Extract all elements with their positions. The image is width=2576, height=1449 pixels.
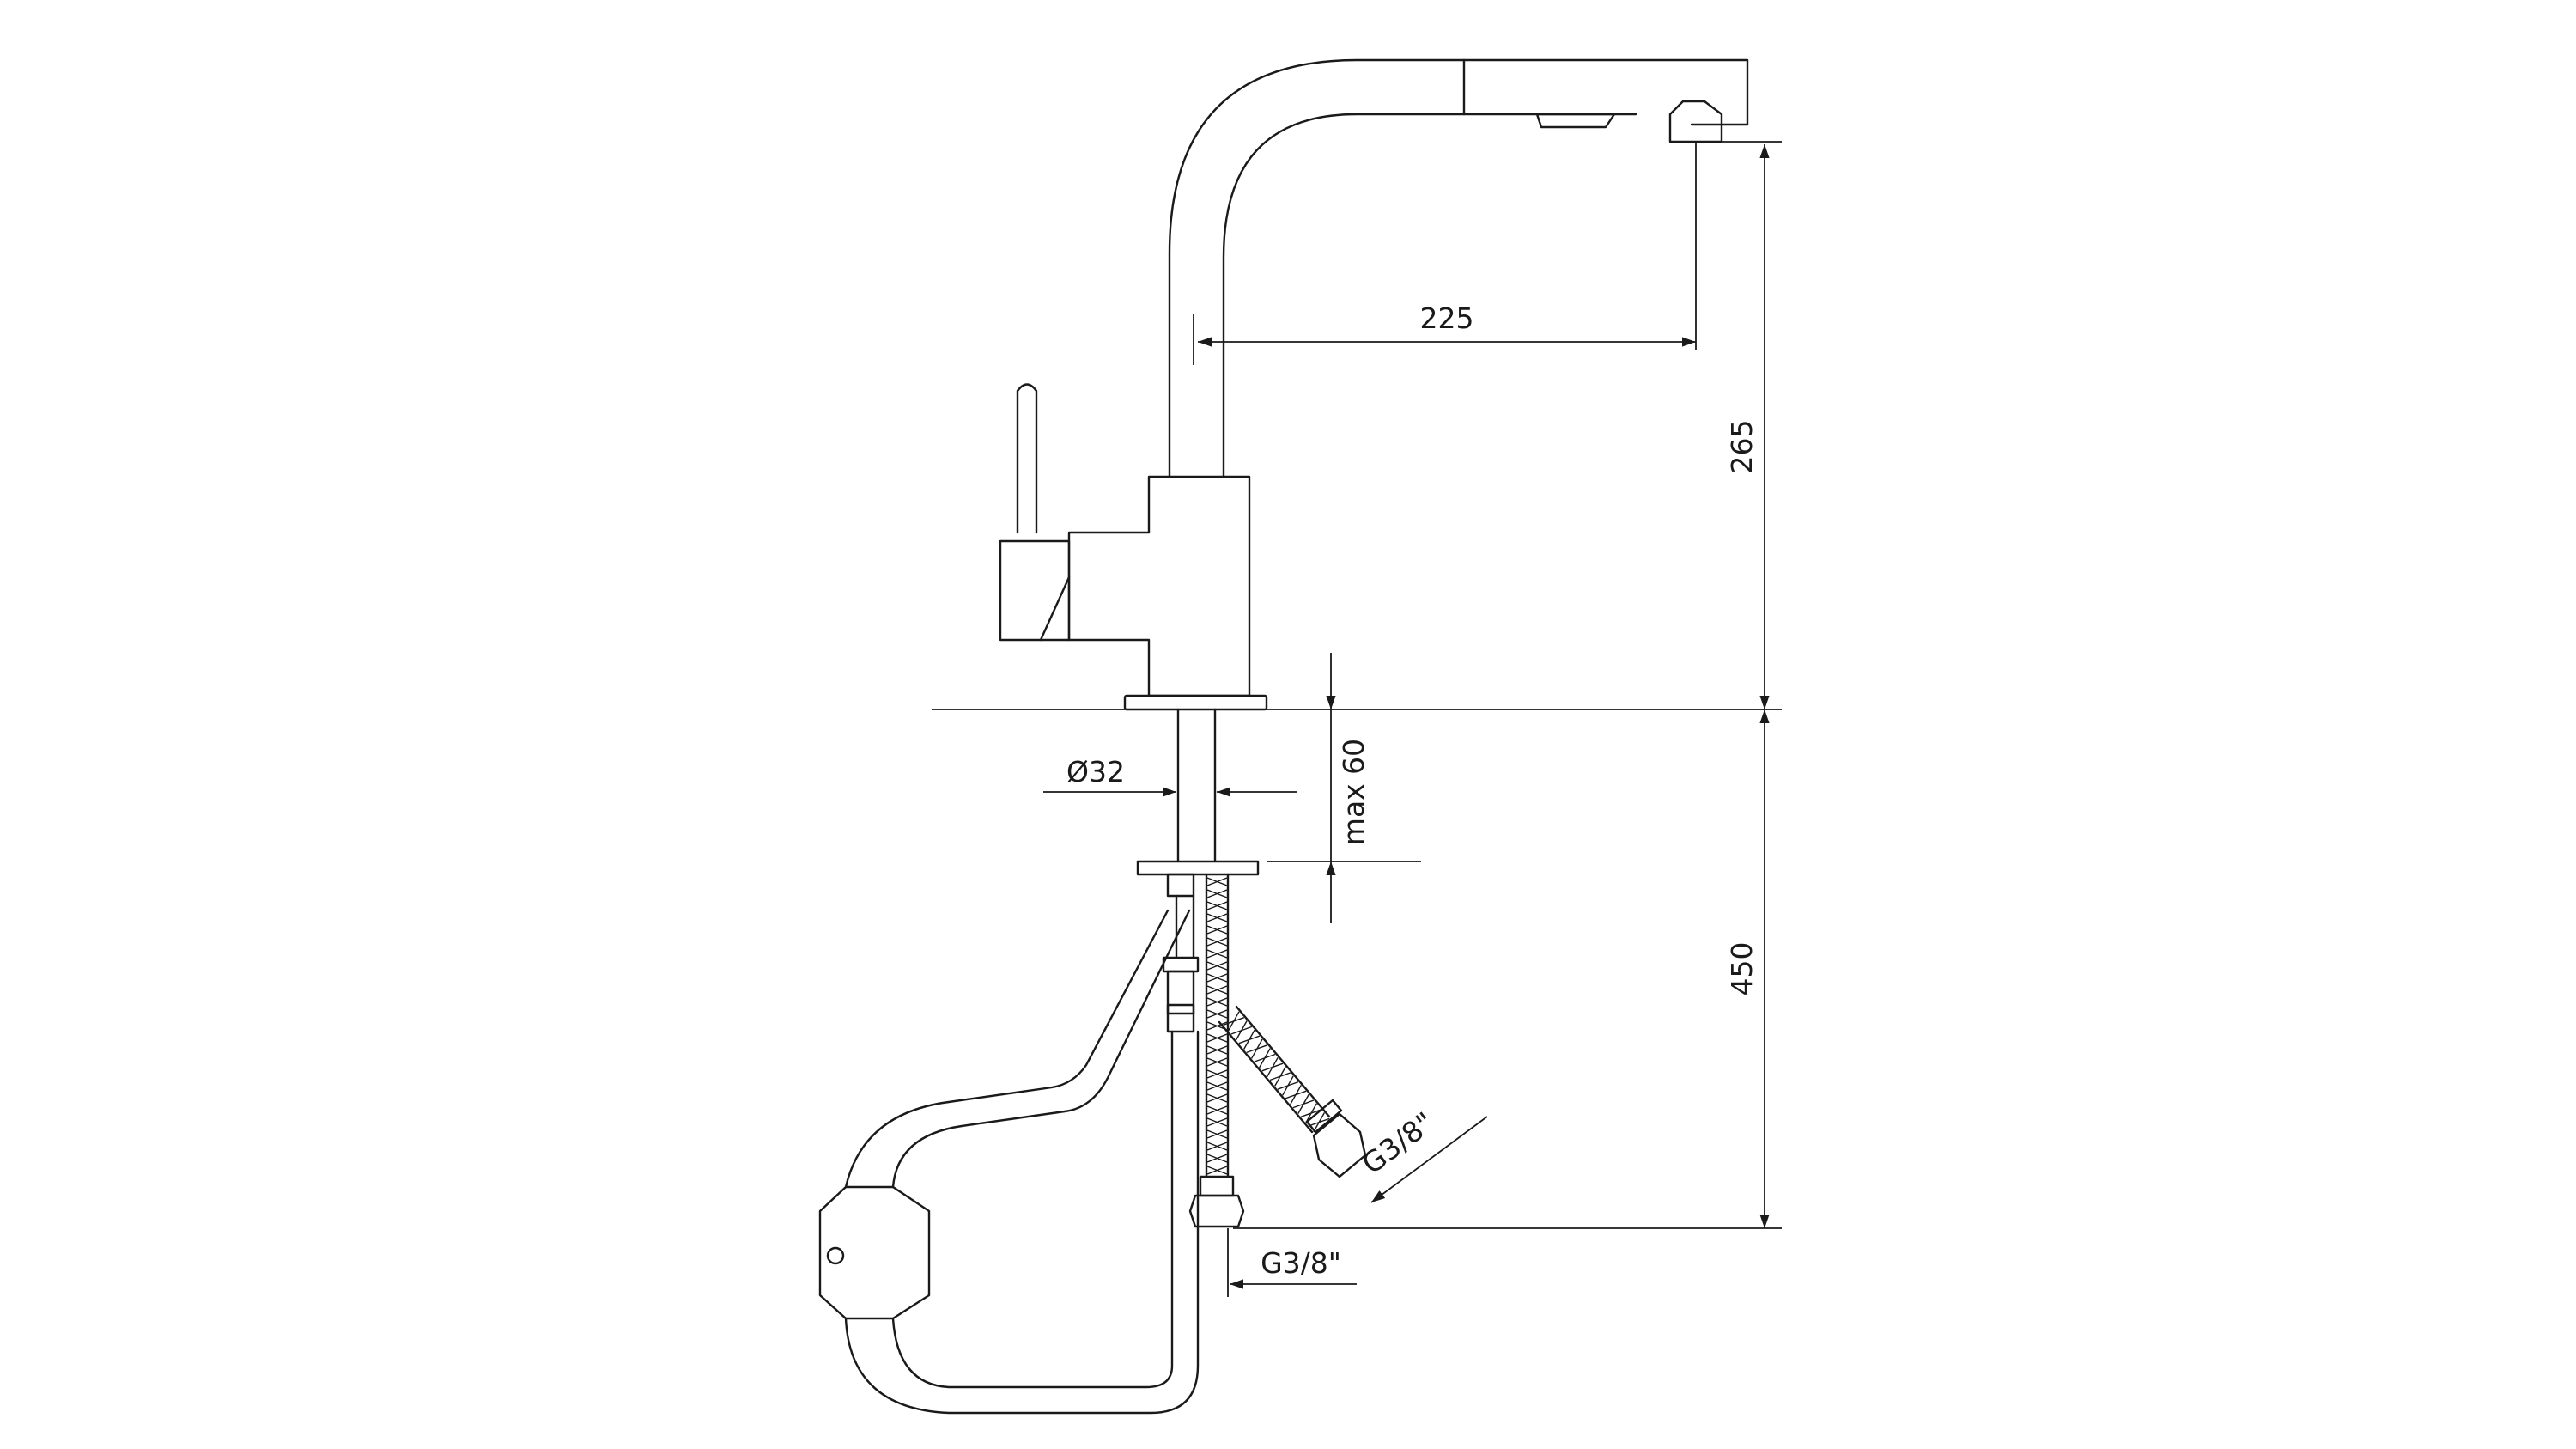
mixer-body	[1067, 475, 1251, 697]
aerator	[1668, 100, 1723, 143]
supply-hose-vertical	[1188, 873, 1245, 1228]
faucet-outline	[999, 58, 1749, 876]
dim-32-label: Ø32	[1066, 755, 1125, 788]
dim-60-label: max 60	[1337, 739, 1370, 845]
spout-inner	[1222, 113, 1637, 478]
g38-bottom-label: G3/8"	[1261, 1246, 1341, 1280]
base-plate	[1123, 694, 1268, 711]
pullout-hose-outer	[844, 909, 1200, 1415]
hose-connector-band	[1166, 1003, 1195, 1015]
under-deck	[818, 873, 1367, 1415]
supply-hose-angled	[1218, 1005, 1367, 1178]
lever-block	[999, 539, 1071, 642]
lever-handle	[1016, 383, 1038, 534]
dim-225-label: 225	[1420, 301, 1474, 335]
spray-trigger	[1535, 113, 1616, 129]
hose-nut	[1166, 873, 1195, 898]
dim-450-label: 450	[1725, 942, 1759, 996]
hose-quick-connector	[1166, 970, 1195, 1033]
dimension-annotations: 225 265 450 max 60 Ø32 G3/8" G3/8"	[1043, 141, 1782, 1297]
g38-side-label: G3/8"	[1356, 1105, 1440, 1181]
dim-265-label: 265	[1725, 420, 1759, 474]
spout-outer	[1168, 58, 1749, 478]
g38-side-arrow	[1370, 1116, 1488, 1203]
pullout-hose-inner	[891, 909, 1191, 1389]
clamp-plate	[1136, 860, 1260, 876]
hose-weight-screw	[826, 1246, 845, 1265]
hose-weight	[818, 1185, 931, 1320]
hose-coupling	[1162, 956, 1200, 973]
lever-bevel	[1039, 575, 1071, 642]
